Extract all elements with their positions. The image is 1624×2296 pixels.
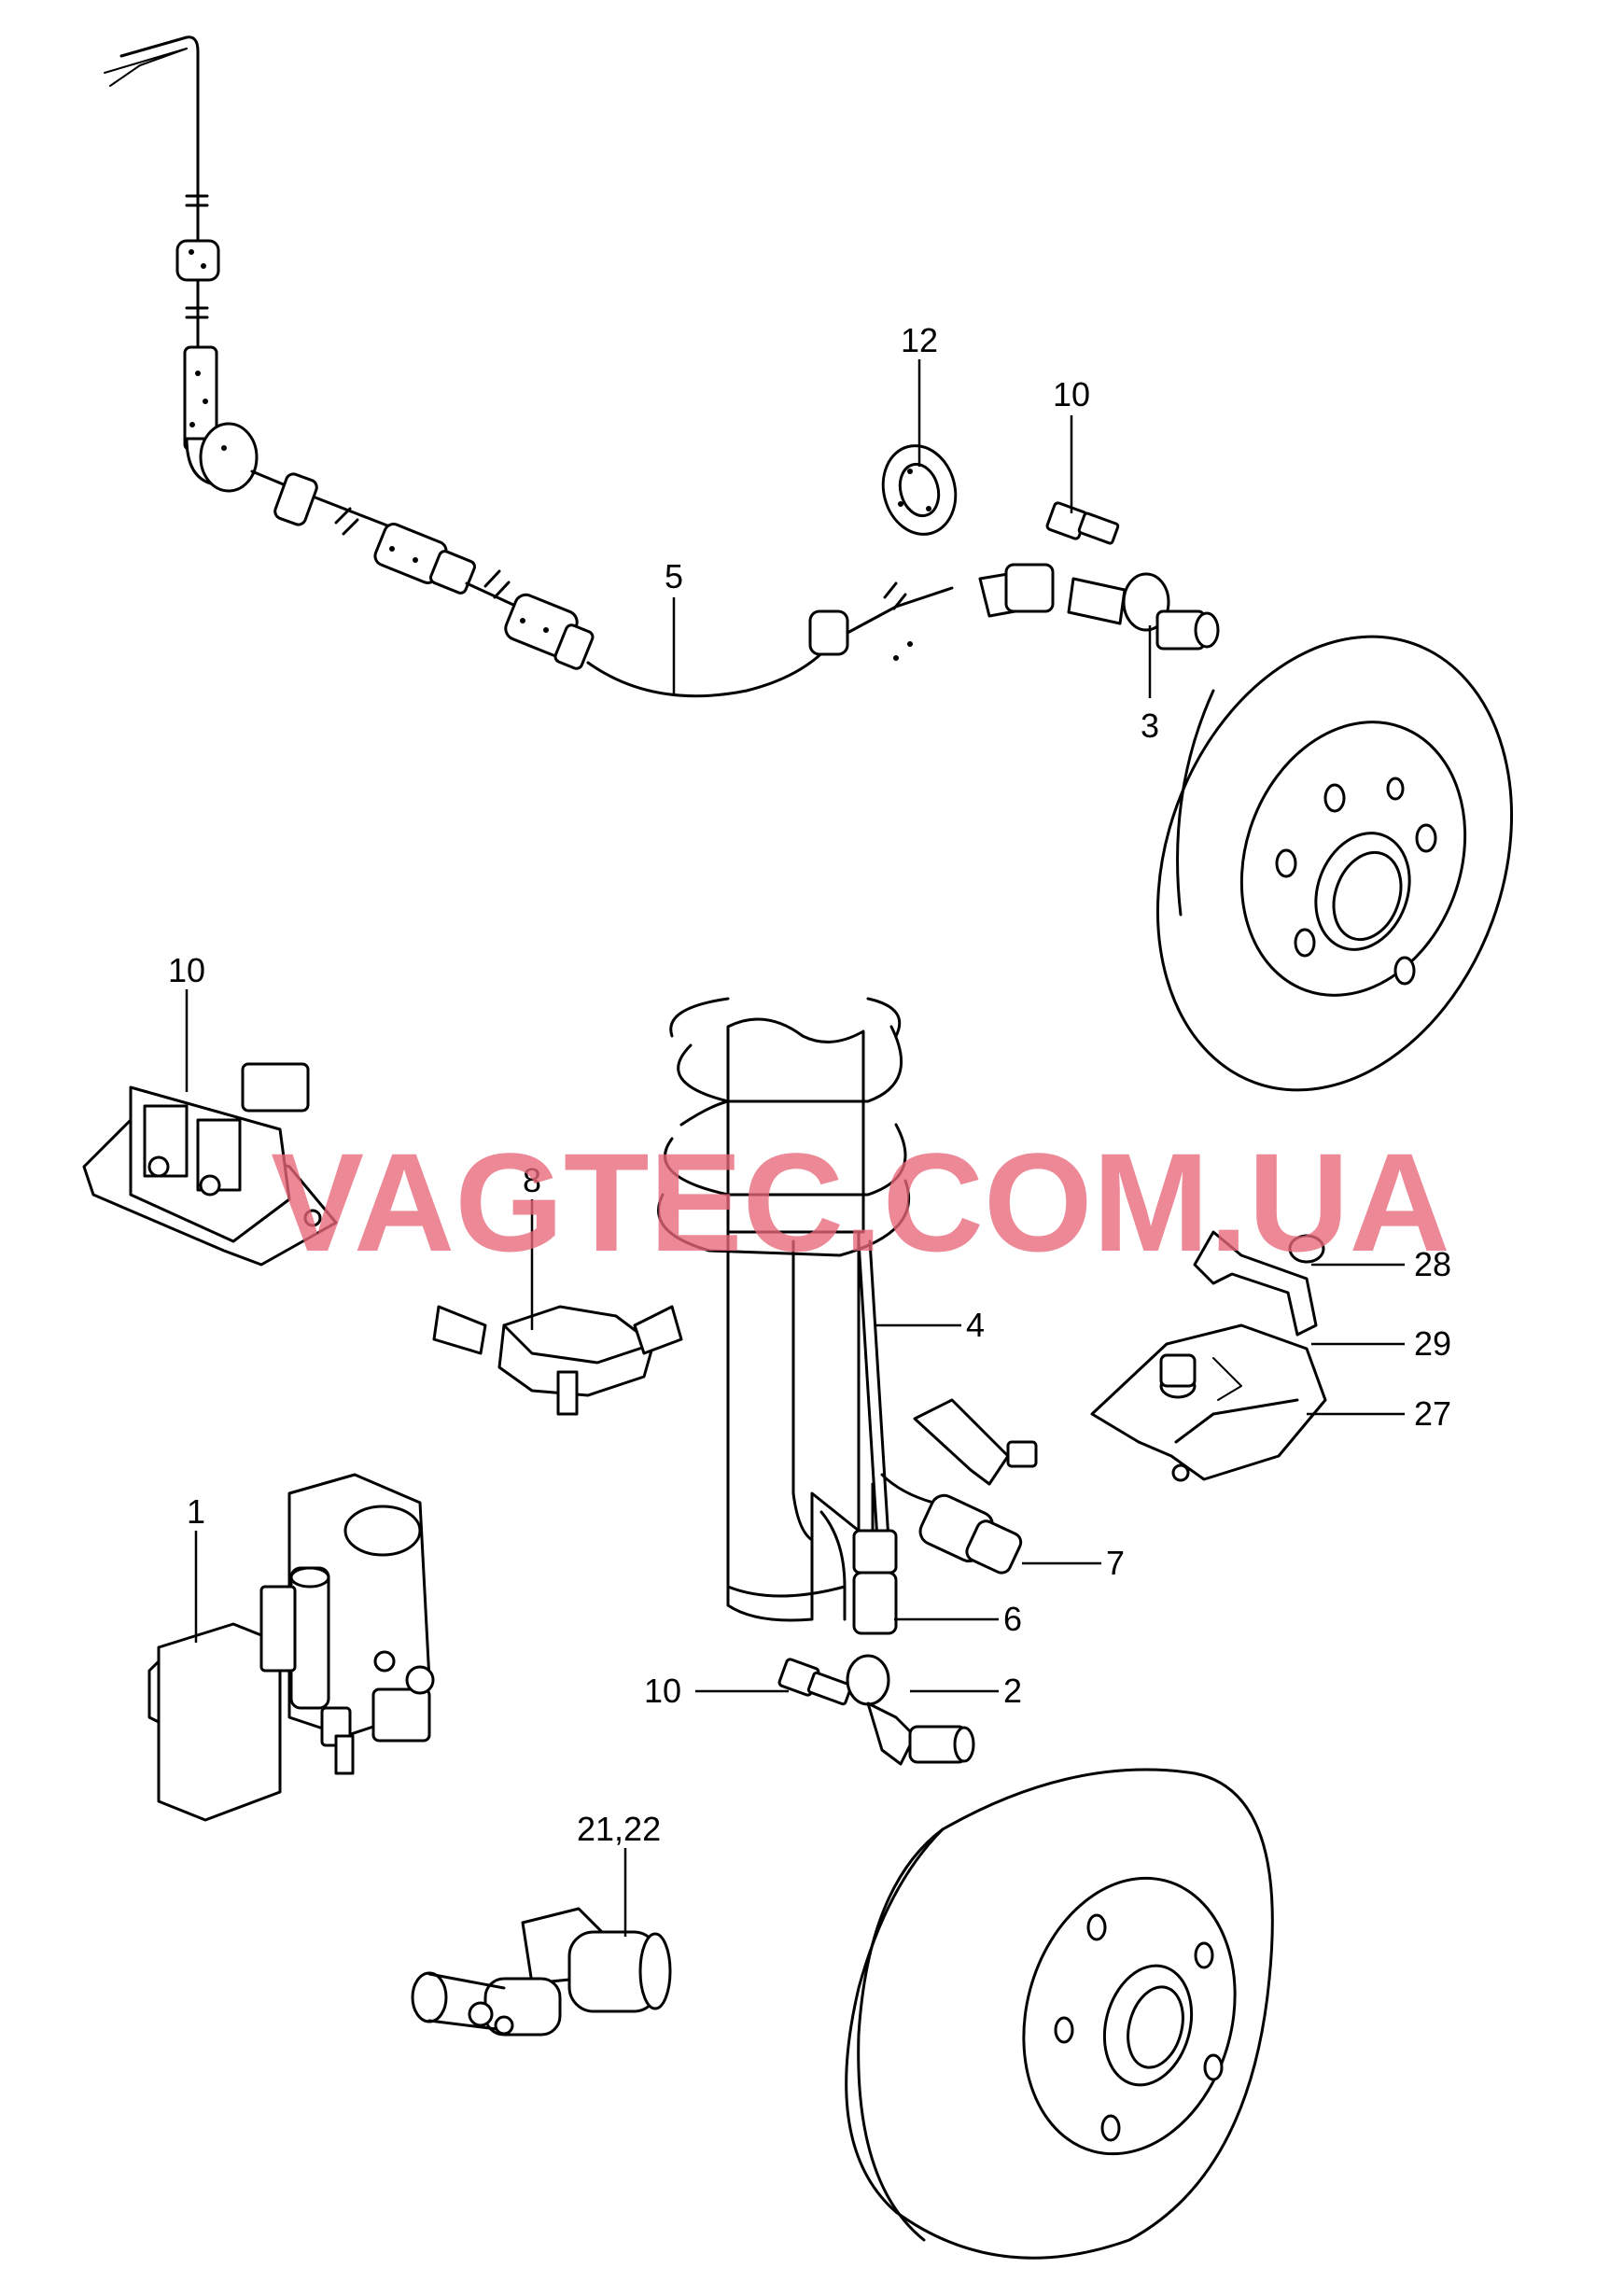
- screw-bottom: [777, 1658, 853, 1706]
- label-part-3: 3: [1141, 707, 1159, 745]
- mounting-bracket: [82, 1062, 338, 1267]
- brake-disc-bottom: [845, 1768, 1274, 2260]
- speed-sensor-bottom: [846, 1654, 975, 1766]
- label-part-10-screw-top: 10: [1053, 375, 1090, 413]
- leader-lines: [185, 359, 1405, 1937]
- foam-texture: [189, 249, 913, 661]
- label-part-12: 12: [901, 321, 938, 359]
- label-part-28: 28: [1414, 1245, 1451, 1283]
- watermark: VAGTEC.COM.UA: [271, 1124, 1450, 1281]
- label-part-29: 29: [1414, 1324, 1451, 1363]
- relay-connector: [411, 1907, 672, 2037]
- label-part-5: 5: [665, 557, 683, 595]
- label-part-21-22: 21,22: [577, 1810, 661, 1848]
- shock-absorber-strut: [657, 997, 911, 1622]
- label-part-10-screw-bottom: 10: [644, 1672, 681, 1710]
- cable-sensor-part7: [880, 1398, 1038, 1575]
- screw-top: [1045, 501, 1120, 545]
- label-part-4: 4: [966, 1306, 985, 1344]
- label-part-7: 7: [1106, 1544, 1125, 1582]
- label-part-10-bracket: 10: [168, 951, 205, 989]
- speed-sensor-top: [1067, 572, 1220, 651]
- sensor-bracket-assembly: [1090, 1230, 1327, 1482]
- grommet: [881, 444, 958, 536]
- brake-disc-top: [1155, 635, 1514, 1092]
- connector-part6: [852, 1482, 898, 1635]
- sensor-cable-harness: [104, 35, 1055, 698]
- label-part-27: 27: [1414, 1394, 1451, 1433]
- label-part-2: 2: [1003, 1672, 1022, 1710]
- label-part-6: 6: [1003, 1600, 1022, 1638]
- label-part-8: 8: [523, 1161, 541, 1199]
- abs-hydraulic-unit: [147, 1473, 435, 1822]
- retaining-clip: [432, 1305, 683, 1416]
- callout-labels: 12 10 5 3 10 8 4 28 29 27 1 7 6 10 2 21,…: [168, 321, 1451, 1848]
- label-part-1: 1: [187, 1492, 205, 1531]
